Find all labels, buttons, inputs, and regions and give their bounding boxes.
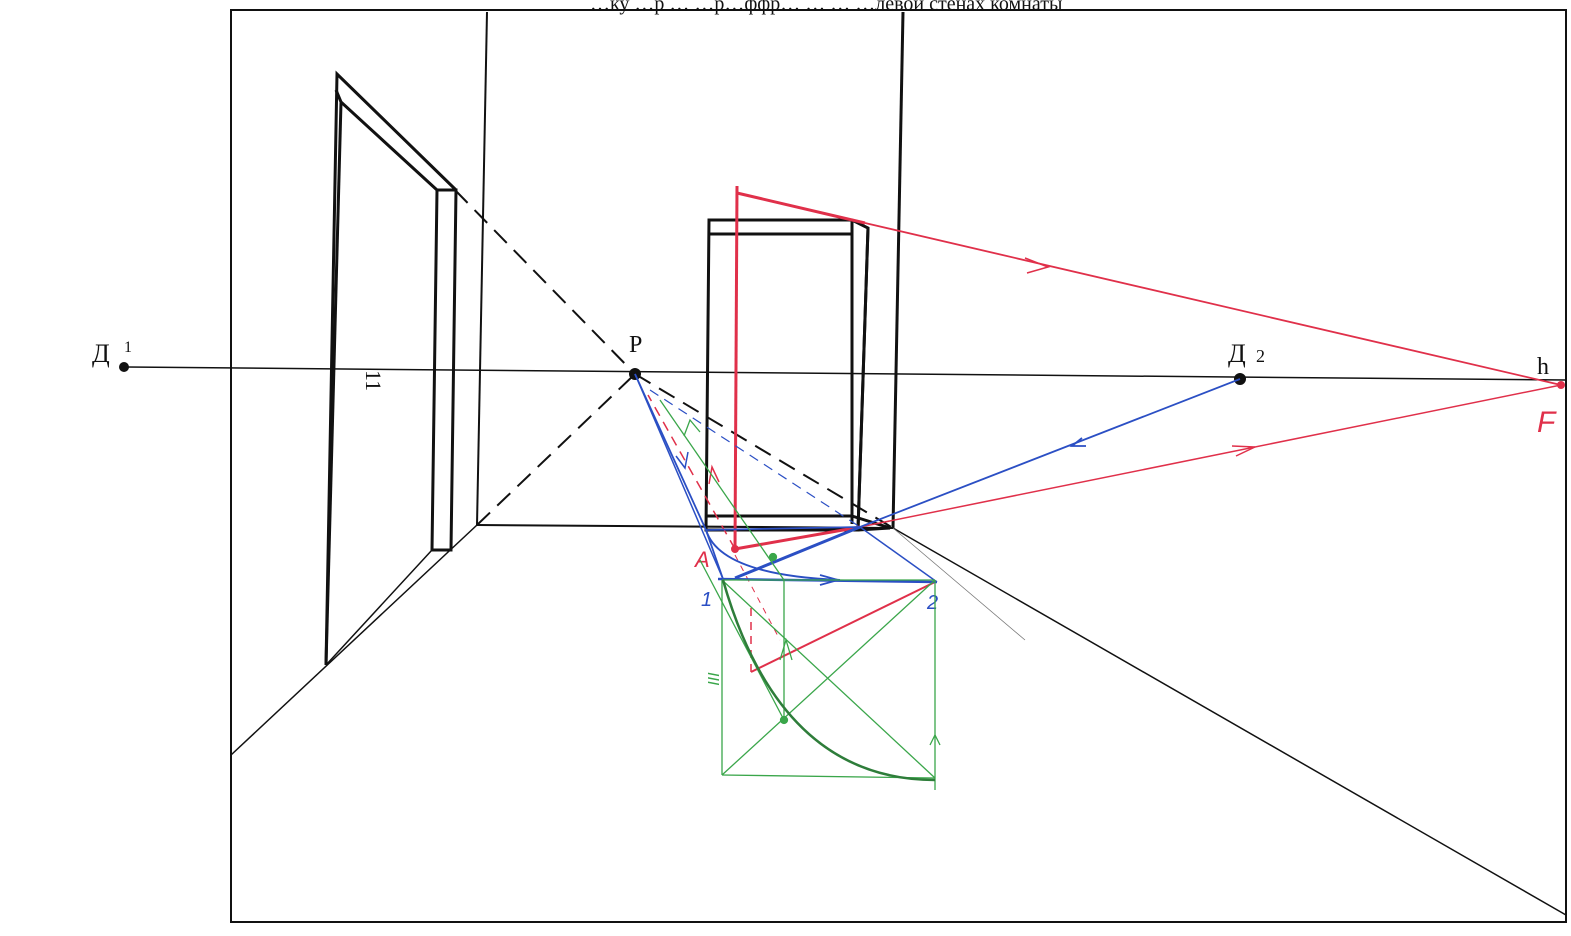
red-to-2 <box>750 581 936 673</box>
blue-right-to-2 <box>859 526 938 583</box>
dashed-ray-upper <box>454 189 636 375</box>
green-arc <box>721 579 936 782</box>
green-ray-2 <box>699 559 785 721</box>
blue-arrow-1 <box>1069 437 1086 447</box>
blue-arrow-3 <box>675 451 689 470</box>
blue-base-right <box>734 525 861 580</box>
green-arrow-1 <box>779 637 793 661</box>
f-label: F <box>1537 406 1557 439</box>
red-ray-top <box>864 222 1562 386</box>
floor-right-line <box>892 527 1567 916</box>
blue-dashed-p <box>649 389 861 528</box>
red-arrow-1 <box>1024 257 1051 274</box>
d2-label: Д <box>1228 339 1246 368</box>
back-wall-left-edge <box>476 11 488 526</box>
floor-extension-line <box>892 527 1026 641</box>
red-arrow-3 <box>708 464 720 485</box>
red-dashed-lower <box>734 554 781 641</box>
d1-label: Д <box>92 339 110 368</box>
green-ray-to-p <box>659 399 785 581</box>
p-label: P <box>629 332 642 358</box>
red-construction <box>647 185 1562 673</box>
red-dashed-to-p <box>647 394 736 550</box>
dashed-ray-right <box>634 373 894 529</box>
d1-point <box>119 362 129 372</box>
red-ray-bottom <box>859 384 1562 528</box>
a-point <box>731 545 739 553</box>
picture-frame <box>230 9 1567 923</box>
d2-subscript: 2 <box>1256 346 1265 366</box>
horizon-line <box>123 366 1567 381</box>
green-diag-2 <box>721 579 936 776</box>
green-arrow-2 <box>683 418 701 437</box>
green-small-point <box>768 552 778 562</box>
back-wall-right-edge <box>891 11 905 529</box>
green-diag-1 <box>721 579 936 779</box>
point-2-label: 2 <box>926 592 938 614</box>
room-frame <box>123 9 1567 923</box>
a-label: A <box>693 547 710 572</box>
blue-base-top <box>705 526 861 531</box>
left-door <box>324 70 458 666</box>
dashed-ray-lower <box>476 373 636 526</box>
horizon-points: Д 1 P Д 2 h <box>92 332 1565 389</box>
red-top-edge <box>736 191 866 225</box>
point-1-label: 1 <box>701 589 712 611</box>
d1-subscript: 1 <box>124 339 132 356</box>
blue-arc <box>705 529 841 581</box>
h-label: h <box>1537 354 1549 380</box>
blue-ray-d2 <box>859 378 1241 528</box>
page-number: 11 <box>361 370 386 391</box>
tick-mark: III <box>704 672 721 686</box>
red-vertical <box>733 185 739 550</box>
red-arrow-2 <box>1231 445 1256 457</box>
back-door <box>704 218 891 532</box>
header-text: …ку …р … …р…ффр… … … …левой стенах комна… <box>590 0 1062 15</box>
red-base <box>734 525 861 551</box>
green-center-point <box>779 715 789 725</box>
floor-left-line <box>230 524 478 756</box>
blue-p-to-1 <box>634 373 724 580</box>
green-arrow-3 <box>929 733 941 746</box>
